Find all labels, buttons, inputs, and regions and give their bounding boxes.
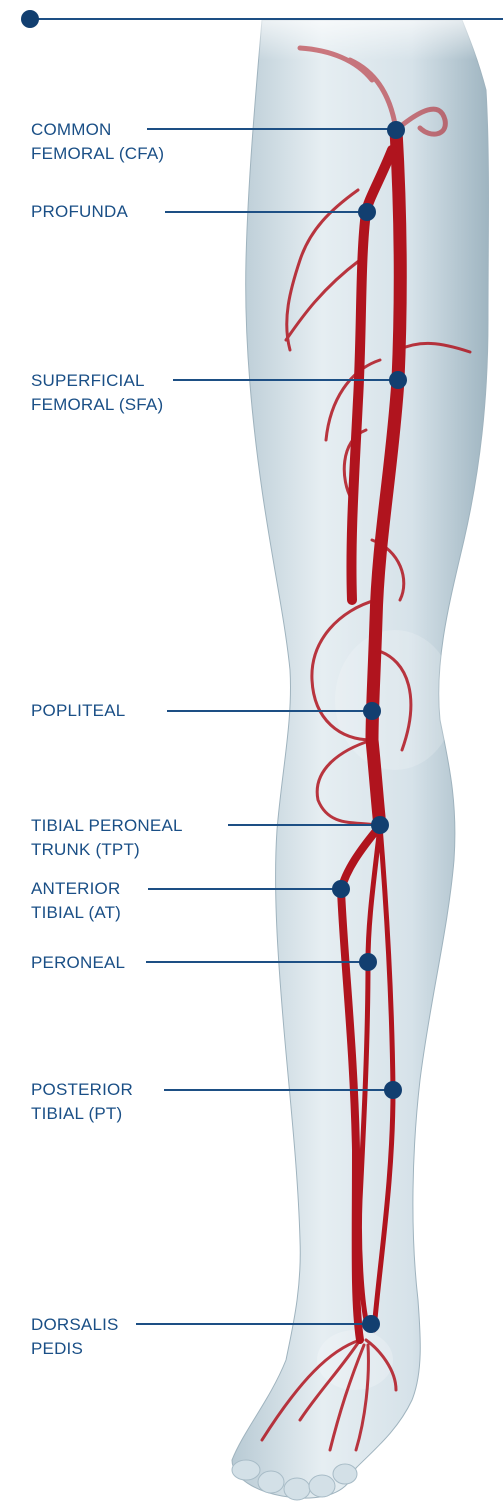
label-line: SUPERFICIAL — [31, 369, 163, 393]
label-line: PROFUNDA — [31, 200, 128, 224]
label-line: TRUNK (TPT) — [31, 838, 183, 862]
label-line: FEMORAL (CFA) — [31, 142, 164, 166]
label-anterior-tibial: ANTERIOR TIBIAL (AT) — [31, 877, 121, 925]
label-line: FEMORAL (SFA) — [31, 393, 163, 417]
marker-dp — [362, 1315, 380, 1333]
label-superficial-femoral: SUPERFICIAL FEMORAL (SFA) — [31, 369, 163, 417]
label-line: POPLITEAL — [31, 699, 125, 723]
label-line: DORSALIS — [31, 1313, 119, 1337]
marker-at — [332, 880, 350, 898]
label-line: PEDIS — [31, 1337, 119, 1361]
marker-peroneal — [359, 953, 377, 971]
label-line: TIBIAL (AT) — [31, 901, 121, 925]
label-tibial-peroneal-trunk: TIBIAL PERONEAL TRUNK (TPT) — [31, 814, 183, 862]
marker-tpt — [371, 816, 389, 834]
label-peroneal: PERONEAL — [31, 951, 125, 975]
marker-cfa — [387, 121, 405, 139]
label-profunda: PROFUNDA — [31, 200, 128, 224]
label-line: POSTERIOR — [31, 1078, 133, 1102]
marker-sfa — [389, 371, 407, 389]
label-line: PERONEAL — [31, 951, 125, 975]
label-line: ANTERIOR — [31, 877, 121, 901]
marker-pt — [384, 1081, 402, 1099]
label-posterior-tibial: POSTERIOR TIBIAL (PT) — [31, 1078, 133, 1126]
label-line: TIBIAL PERONEAL — [31, 814, 183, 838]
top-rule-dot — [21, 10, 39, 28]
label-dorsalis-pedis: DORSALIS PEDIS — [31, 1313, 119, 1361]
label-line: COMMON — [31, 118, 164, 142]
marker-profunda — [358, 203, 376, 221]
label-popliteal: POPLITEAL — [31, 699, 125, 723]
hip-fade — [240, 0, 503, 60]
label-common-femoral: COMMON FEMORAL (CFA) — [31, 118, 164, 166]
marker-popliteal — [363, 702, 381, 720]
label-line: TIBIAL (PT) — [31, 1102, 133, 1126]
